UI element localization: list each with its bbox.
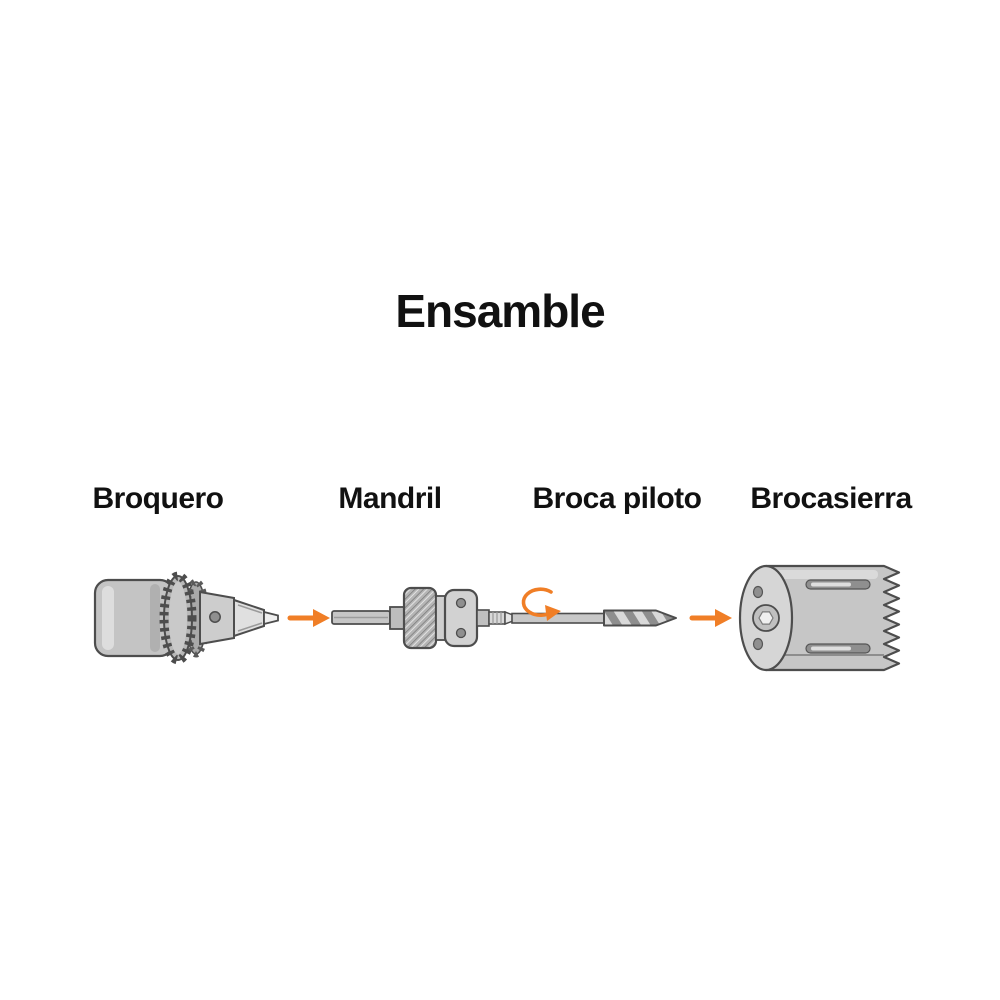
twist-flutes bbox=[603, 609, 677, 627]
assembly-illustration bbox=[93, 564, 901, 672]
broca-piloto-illustration bbox=[511, 587, 677, 627]
pin-hole bbox=[752, 637, 764, 651]
label-brocasierra: Brocasierra bbox=[750, 482, 912, 515]
flow-arrow-icon bbox=[689, 609, 732, 627]
label-broquero: Broquero bbox=[92, 482, 225, 515]
chuck-keyhole bbox=[209, 611, 221, 623]
page-title: Ensamble bbox=[395, 285, 605, 337]
arbor-hex-hole bbox=[758, 611, 774, 625]
rotation-arrow-icon bbox=[521, 587, 561, 621]
flow-arrow-icon bbox=[287, 609, 330, 627]
label-mandril: Mandril bbox=[338, 482, 442, 515]
label-broca-piloto: Broca piloto bbox=[532, 482, 702, 515]
mandril-illustration bbox=[331, 586, 514, 650]
brocasierra-illustration bbox=[738, 564, 901, 672]
broquero-illustration bbox=[93, 571, 279, 665]
knurled-collar bbox=[402, 586, 438, 650]
drive-pin bbox=[455, 627, 467, 639]
pin-hole bbox=[752, 585, 764, 599]
drive-pin bbox=[455, 597, 467, 609]
